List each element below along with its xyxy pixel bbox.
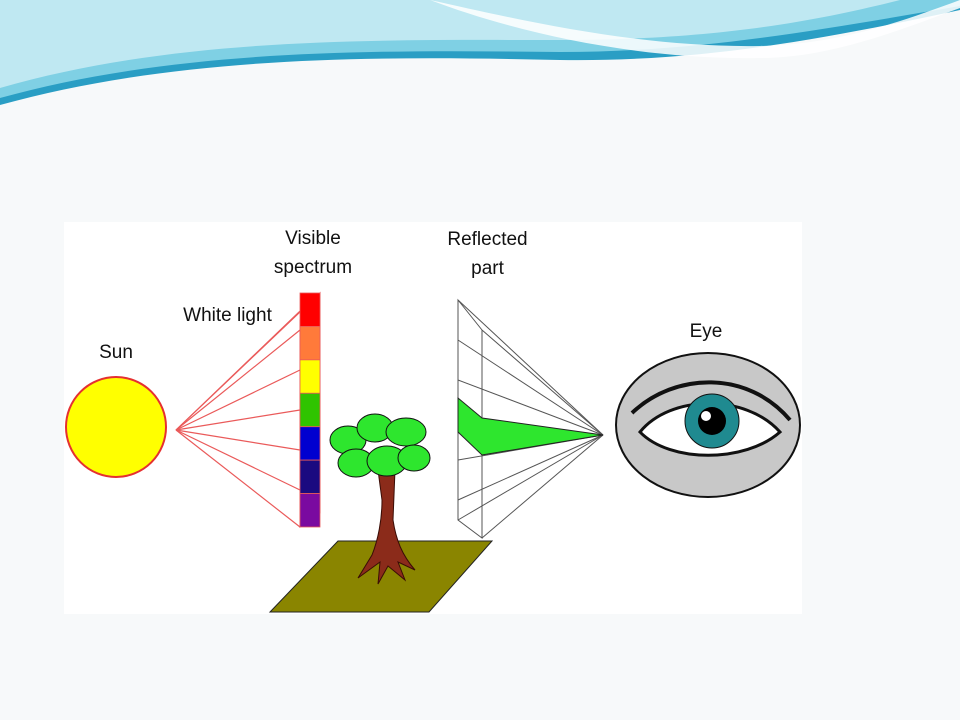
eye (615, 352, 801, 498)
tree (329, 413, 431, 585)
pupil-highlight (701, 411, 711, 421)
spectrum-band (299, 459, 321, 494)
spectrum-band (299, 493, 321, 528)
tree-trunk (357, 469, 416, 585)
white-light-rays (175, 292, 321, 528)
label-sun: Sun (99, 342, 133, 363)
label-reflected-part: Reflected part (447, 229, 528, 279)
pupil (698, 407, 726, 435)
eyebrow (630, 380, 792, 422)
sun-disc (65, 376, 167, 478)
spectrum-band (299, 326, 321, 361)
label-eye: Eye (689, 321, 723, 342)
spectrum-band (299, 426, 321, 461)
spectrum-band (299, 392, 321, 428)
tree-foliage (329, 413, 431, 478)
reflected-part-prism (457, 298, 604, 539)
wave-band-light (0, 0, 900, 88)
wave-white-streak (430, 0, 960, 59)
header-wave-decoration (0, 0, 960, 105)
spectrum-band (299, 359, 321, 394)
spectrum-band (299, 292, 321, 327)
visible-spectrum-bar (299, 291, 321, 528)
label-white-light: White light (183, 305, 272, 326)
reflected-green-beam (457, 396, 604, 456)
label-visible-spectrum: Visible spectrum (273, 228, 353, 278)
